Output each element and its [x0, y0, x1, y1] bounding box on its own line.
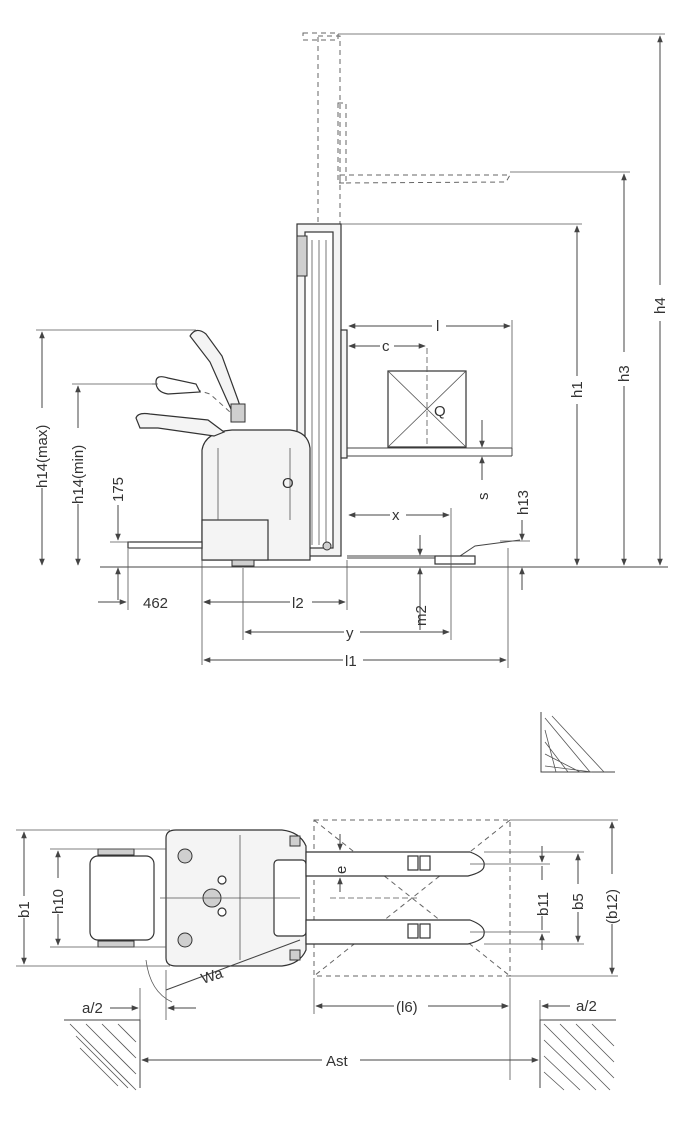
dim-l1: l1 — [203, 548, 509, 670]
dim-a2-right: a/2 — [480, 998, 597, 1020]
fork-carriage — [340, 329, 513, 459]
y-label: y — [346, 625, 354, 642]
b12-label: (b12) — [604, 889, 621, 924]
dim-b1: b1 — [15, 829, 170, 967]
svg-text:O: O — [282, 475, 294, 492]
ast-label: Ast — [326, 1053, 349, 1070]
b11-label: b11 — [535, 892, 552, 916]
load-label: Q — [434, 403, 446, 420]
dim-b12: (b12) — [510, 819, 621, 977]
dim-c: c — [348, 336, 426, 355]
dim-h1: h1 — [341, 223, 586, 566]
wall-symbol-right — [539, 1019, 616, 1091]
chassis-top — [160, 829, 307, 967]
load-box: Q — [387, 348, 467, 448]
platform — [127, 541, 203, 549]
dim-175: 175 — [110, 477, 130, 600]
dim-b11: b11 — [470, 846, 552, 950]
dim-h3: h3 — [510, 171, 633, 566]
dim-ast: Ast — [139, 1020, 541, 1088]
l1-label: l1 — [345, 653, 357, 670]
tiller — [135, 329, 246, 437]
b1-label: b1 — [16, 901, 33, 918]
l-label: l — [436, 318, 439, 335]
top-view: b1 h10 e b11 — [15, 819, 621, 1091]
b5-label: b5 — [570, 893, 587, 910]
side-view: Q O — [33, 32, 669, 670]
h14-min-label: h14(min) — [70, 445, 87, 504]
extended-mast — [302, 32, 511, 225]
x-label: x — [392, 507, 400, 524]
dim-s: s — [475, 420, 492, 500]
dim-h13: h13 — [500, 490, 532, 590]
dim-l2: l2 — [203, 560, 348, 612]
dim-h14-min: h14(min) — [69, 383, 158, 566]
dim-175-label: 175 — [110, 477, 127, 502]
h4-label: h4 — [652, 297, 669, 314]
wall-symbol-middle — [540, 712, 615, 773]
dim-h14-max: h14(max) — [33, 329, 196, 566]
dim-462: 462 — [98, 549, 232, 665]
dim-e: e — [330, 834, 420, 899]
dim-h4: h4 — [338, 33, 669, 566]
l2-label: l2 — [292, 595, 304, 612]
l6-label: (l6) — [396, 999, 418, 1016]
load-outline — [313, 819, 511, 977]
e-label: e — [333, 866, 350, 874]
h3-label: h3 — [616, 365, 633, 382]
m2-label: m2 — [413, 605, 430, 626]
forks — [305, 851, 485, 945]
h13-label: h13 — [515, 490, 532, 515]
a2-right-label: a/2 — [576, 998, 597, 1015]
c-label: c — [382, 338, 390, 355]
platform-top — [89, 848, 155, 948]
a2-left-label: a/2 — [82, 1000, 103, 1017]
load-wheel — [347, 539, 521, 565]
chassis: O — [201, 429, 311, 567]
dim-h10: h10 — [49, 848, 166, 948]
wa-label: Wa — [199, 965, 226, 988]
dim-a2-left: a/2 — [82, 970, 196, 1020]
dim-wa: Wa — [145, 939, 301, 1003]
h1-label: h1 — [569, 381, 586, 398]
h10-label: h10 — [50, 889, 67, 914]
dim-x: x — [348, 505, 452, 640]
dim-462-label: 462 — [143, 595, 168, 612]
dim-l: l — [348, 316, 513, 448]
wall-symbol-left — [64, 1019, 141, 1091]
dim-m2: m2 — [413, 535, 430, 630]
dim-y: y — [242, 568, 450, 642]
s-label: s — [475, 493, 492, 501]
dim-l6: (l6) — [313, 978, 511, 1080]
dim-b5: b5 — [484, 851, 587, 945]
h14-max-label: h14(max) — [34, 425, 51, 488]
